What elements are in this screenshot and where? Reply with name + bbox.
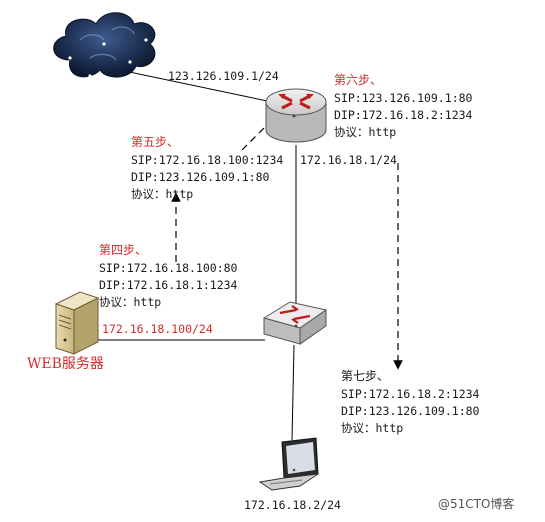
internet-ip-label: 123.126.109.1/24 bbox=[168, 69, 279, 83]
internet-cloud-icon bbox=[53, 12, 156, 78]
step5-protocol: 协议：http bbox=[131, 187, 193, 201]
step4-protocol: 协议：http bbox=[99, 295, 161, 309]
switch-icon bbox=[262, 301, 328, 345]
step4-dip: DIP:172.16.18.1:1234 bbox=[99, 278, 238, 292]
router-lan-ip-label: 172.16.18.1/24 bbox=[300, 153, 397, 167]
server-ip-label: 172.16.18.100/24 bbox=[102, 322, 213, 336]
laptop-ip-label: 172.16.18.2/24 bbox=[244, 498, 341, 512]
watermark: @51CTO博客 bbox=[438, 496, 514, 511]
link-switch-laptop bbox=[291, 344, 295, 441]
step6-protocol: 协议：http bbox=[334, 125, 396, 139]
step5-sip: SIP:172.16.18.100:1234 bbox=[131, 153, 283, 167]
router-icon bbox=[265, 88, 327, 143]
step5-title: 第五步、 bbox=[131, 135, 179, 149]
step7-sip: SIP:172.16.18.2:1234 bbox=[341, 387, 480, 401]
step7-dip: DIP:123.126.109.1:80 bbox=[341, 404, 480, 418]
step5-block: 第五步、 SIP:172.16.18.100:1234 DIP:123.126.… bbox=[131, 135, 283, 201]
step7-protocol: 协议：http bbox=[341, 421, 403, 435]
link-cloud-router bbox=[119, 69, 273, 103]
step4-block: 第四步、 SIP:172.16.18.100:80 DIP:172.16.18.… bbox=[99, 243, 238, 309]
web-server-icon bbox=[54, 291, 100, 355]
step6-sip: SIP:123.126.109.1:80 bbox=[334, 91, 473, 105]
step5-dip: DIP:123.126.109.1:80 bbox=[131, 170, 270, 184]
step4-sip: SIP:172.16.18.100:80 bbox=[99, 261, 238, 275]
step4-title: 第四步、 bbox=[99, 243, 147, 257]
step6-dip: DIP:172.16.18.2:1234 bbox=[334, 108, 473, 122]
step7-block: 第七步、 SIP:172.16.18.2:1234 DIP:123.126.10… bbox=[341, 369, 480, 435]
step6-title: 第六步、 bbox=[334, 73, 382, 87]
step7-title: 第七步、 bbox=[341, 369, 389, 383]
web-server-label: WEB服务器 bbox=[27, 356, 104, 372]
laptop-icon bbox=[258, 437, 319, 491]
step6-block: 第六步、 SIP:123.126.109.1:80 DIP:172.16.18.… bbox=[334, 73, 473, 139]
